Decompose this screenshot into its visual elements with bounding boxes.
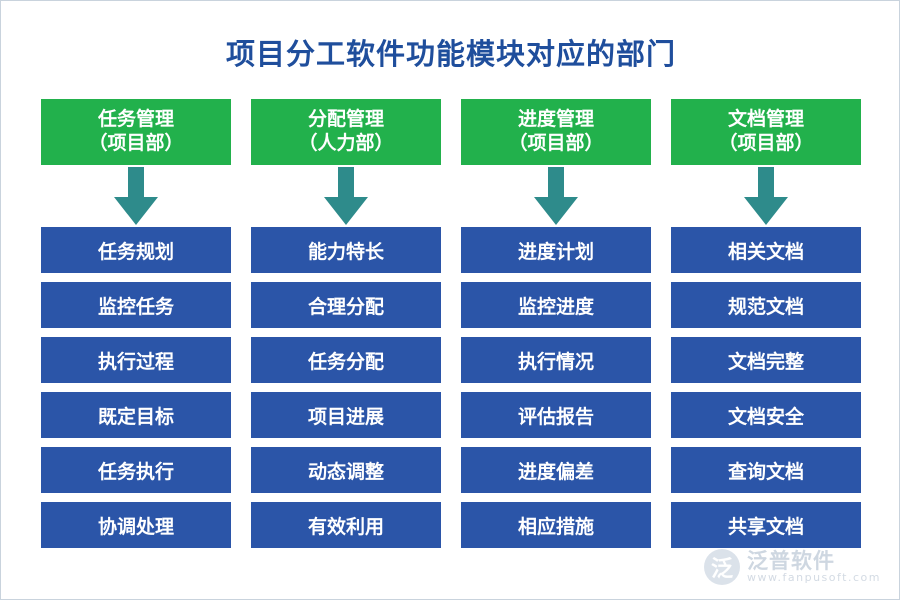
list-item: 评估报告 xyxy=(461,392,651,438)
page-title: 项目分工软件功能模块对应的部门 xyxy=(225,37,676,71)
column-header-line2: （项目部） xyxy=(718,132,814,154)
column-header-line1: 分配管理 xyxy=(307,108,384,131)
list-item: 文档安全 xyxy=(671,392,861,438)
column-header-line2: （项目部） xyxy=(508,132,604,154)
list-item: 查询文档 xyxy=(671,447,861,493)
column-header-box: 文档管理 （项目部） xyxy=(671,99,861,165)
column-document-management: 文档管理 （项目部） 相关文档 规范文档 文档完整 文档安全 查询文档 共享文档 xyxy=(671,99,861,548)
column-header-box: 任务管理 （项目部） xyxy=(41,99,231,165)
brand-text: 泛普软件 www.fanpusoft.com xyxy=(747,550,881,584)
list-item: 规范文档 xyxy=(671,282,861,328)
list-item: 能力特长 xyxy=(251,227,441,273)
list-item: 有效利用 xyxy=(251,502,441,548)
list-item: 协调处理 xyxy=(41,502,231,548)
list-item: 相关文档 xyxy=(671,227,861,273)
list-item: 动态调整 xyxy=(251,447,441,493)
list-item: 既定目标 xyxy=(41,392,231,438)
down-arrow-icon xyxy=(671,165,861,227)
column-progress-management: 进度管理 （项目部） 进度计划 监控进度 执行情况 评估报告 进度偏差 相应措施 xyxy=(461,99,651,548)
brand-logo-icon: 泛 xyxy=(704,549,741,585)
list-item: 任务分配 xyxy=(251,337,441,383)
list-item: 监控任务 xyxy=(41,282,231,328)
down-arrow-icon xyxy=(251,165,441,227)
list-item: 任务执行 xyxy=(41,447,231,493)
down-arrow-icon xyxy=(461,165,651,227)
list-item: 进度偏差 xyxy=(461,447,651,493)
list-item: 共享文档 xyxy=(671,502,861,548)
column-header-line1: 文档管理 xyxy=(727,108,804,131)
column-header-line2: （人力部） xyxy=(298,132,394,154)
list-item: 进度计划 xyxy=(461,227,651,273)
list-item: 任务规划 xyxy=(41,227,231,273)
list-item: 执行情况 xyxy=(461,337,651,383)
column-task-management: 任务管理 （项目部） 任务规划 监控任务 执行过程 既定目标 任务执行 协调处理 xyxy=(41,99,231,548)
list-item: 监控进度 xyxy=(461,282,651,328)
list-item: 文档完整 xyxy=(671,337,861,383)
column-header-line1: 任务管理 xyxy=(97,108,174,131)
column-header-line1: 进度管理 xyxy=(517,108,594,131)
list-item: 合理分配 xyxy=(251,282,441,328)
column-header-box: 分配管理 （人力部） xyxy=(251,99,441,165)
column-header-line2: （项目部） xyxy=(88,132,184,154)
brand-name-en: www.fanpusoft.com xyxy=(747,571,881,585)
column-allocation-management: 分配管理 （人力部） 能力特长 合理分配 任务分配 项目进展 动态调整 有效利用 xyxy=(251,99,441,548)
list-item: 相应措施 xyxy=(461,502,651,548)
list-item: 执行过程 xyxy=(41,337,231,383)
brand-name-cn: 泛普软件 xyxy=(747,549,836,574)
column-header-box: 进度管理 （项目部） xyxy=(461,99,651,165)
brand-watermark: 泛 泛普软件 www.fanpusoft.com xyxy=(704,549,881,585)
down-arrow-icon xyxy=(41,165,231,227)
list-item: 项目进展 xyxy=(251,392,441,438)
columns-container: 任务管理 （项目部） 任务规划 监控任务 执行过程 既定目标 任务执行 协调处理… xyxy=(41,99,861,548)
